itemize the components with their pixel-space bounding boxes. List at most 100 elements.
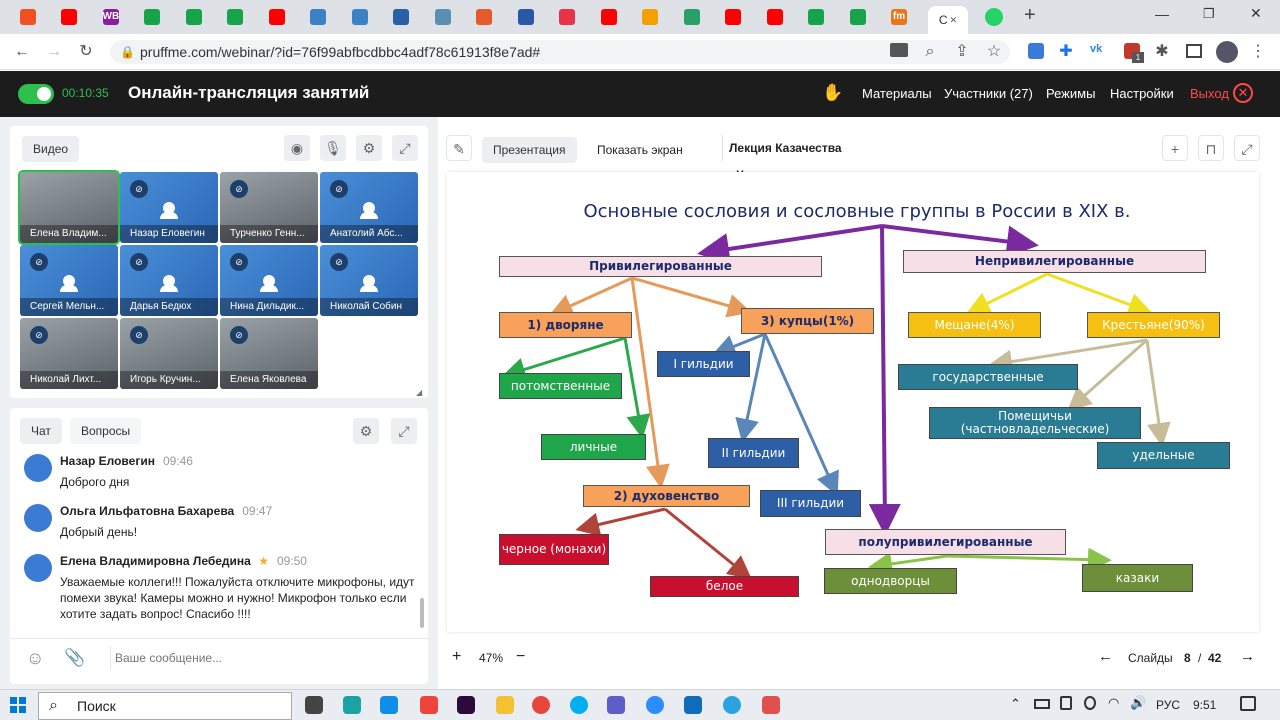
microphone-icon[interactable]: 🎙 xyxy=(320,135,346,161)
tray-chevron-icon[interactable]: ⌃ xyxy=(1010,696,1021,711)
tab-share-screen[interactable]: Показать экран xyxy=(597,143,683,157)
reload-button[interactable]: ↻ xyxy=(79,43,93,60)
emoji-icon[interactable]: ☺ xyxy=(26,648,45,668)
browser-tab[interactable]: WB xyxy=(95,6,126,28)
snipping-icon[interactable] xyxy=(762,696,780,714)
exit-icon[interactable]: ✕ xyxy=(1233,83,1253,103)
chat-scrollbar[interactable] xyxy=(420,598,424,628)
side-panel-icon[interactable] xyxy=(1186,44,1202,58)
browser-tab[interactable] xyxy=(635,6,666,28)
expand-icon[interactable]: ⤢ xyxy=(392,135,418,161)
chat-input[interactable] xyxy=(110,646,410,670)
premiere-icon[interactable] xyxy=(457,696,475,714)
file-explorer-icon[interactable] xyxy=(496,696,514,714)
participant-tile[interactable]: ⊘Турченко Генн... xyxy=(220,172,318,243)
nav-settings[interactable]: Настройки xyxy=(1110,86,1174,101)
start-button[interactable] xyxy=(10,697,26,713)
teams-icon[interactable] xyxy=(607,696,625,714)
browser-tab[interactable] xyxy=(469,6,500,28)
browser-tab[interactable] xyxy=(593,6,624,28)
browser-tab[interactable]: fm xyxy=(884,6,915,28)
browser-tab[interactable] xyxy=(842,6,873,28)
taskbar-search[interactable]: ⌕ Поиск xyxy=(38,692,292,720)
browser-tab[interactable] xyxy=(718,6,749,28)
browser-tab-active[interactable]: С ✕ xyxy=(928,6,968,34)
zoom-icon[interactable]: ⌕ xyxy=(925,43,935,60)
resize-handle-icon[interactable]: ◢ xyxy=(416,388,423,397)
taskbar-clock[interactable]: 9:51 xyxy=(1193,698,1217,712)
nav-modes[interactable]: Режимы xyxy=(1046,86,1096,101)
teamviewer-icon[interactable] xyxy=(380,696,398,714)
extensions-puzzle-icon[interactable]: ✱ xyxy=(1155,43,1169,60)
browser-tab[interactable] xyxy=(427,6,458,28)
participant-tile[interactable]: ⊘Елена Яковлева xyxy=(220,318,318,389)
volume-icon[interactable]: 🔊 xyxy=(1130,695,1147,710)
tab-lecture-doc[interactable]: Лекция Казачества ✕ xyxy=(722,135,858,181)
input-language[interactable]: РУС xyxy=(1156,698,1181,712)
notifications-icon[interactable] xyxy=(1240,696,1256,711)
restore-button[interactable]: ❐ xyxy=(1203,6,1215,21)
pen-icon[interactable]: ✎ xyxy=(446,135,472,161)
url-field[interactable]: 🔒 pruffme.com/webinar/?id=76f99abfbcdbbc… xyxy=(110,40,1010,64)
zoom-in-button[interactable]: + xyxy=(452,648,462,665)
browser-tab[interactable] xyxy=(303,6,334,28)
tab-questions[interactable]: Вопросы xyxy=(70,418,142,444)
browser-tab[interactable] xyxy=(261,6,292,28)
chat-gear-icon[interactable]: ⚙ xyxy=(353,418,379,444)
battery-icon[interactable] xyxy=(1034,699,1050,709)
prev-slide-button[interactable]: ← xyxy=(1098,648,1113,665)
nav-materials[interactable]: Материалы xyxy=(862,86,932,101)
camera-icon[interactable] xyxy=(890,43,908,57)
participant-tile[interactable]: ⊘Дарья Бедюх xyxy=(120,245,218,316)
zoom-icon[interactable] xyxy=(646,696,664,714)
whatsapp-tab-icon[interactable] xyxy=(985,8,1003,26)
close-window-button[interactable]: ✕ xyxy=(1250,5,1262,21)
next-slide-button[interactable]: → xyxy=(1240,648,1255,665)
browser-tab[interactable] xyxy=(178,6,209,28)
network-icon[interactable]: ◠ xyxy=(1108,695,1120,710)
browser-tab[interactable] xyxy=(12,6,43,28)
browser-tab[interactable] xyxy=(510,6,541,28)
nav-participants[interactable]: Участники (27) xyxy=(944,86,1033,101)
browser-tab[interactable] xyxy=(676,6,707,28)
close-tab-icon[interactable]: ✕ xyxy=(949,14,958,25)
exit-button[interactable]: Выход xyxy=(1190,86,1229,101)
attach-icon[interactable]: 📎 xyxy=(64,648,86,667)
edge-icon[interactable] xyxy=(343,696,361,714)
extension-save-icon[interactable] xyxy=(1028,43,1044,59)
chat-expand-icon[interactable]: ⤢ xyxy=(391,418,417,444)
participant-tile[interactable]: ⊘Нина Дильдик... xyxy=(220,245,318,316)
browser-tab[interactable] xyxy=(54,6,85,28)
participant-tile[interactable]: Елена Владим... xyxy=(18,170,120,245)
bookmark-star-icon[interactable]: ☆ xyxy=(986,43,1002,60)
broadcast-toggle[interactable] xyxy=(18,84,54,104)
participant-tile[interactable]: ⊘Игорь Кручин... xyxy=(120,318,218,389)
participant-tile[interactable]: ⊘Николай Собин xyxy=(320,245,418,316)
tab-chat[interactable]: Чат xyxy=(20,418,62,444)
telegram-icon[interactable] xyxy=(723,696,741,714)
browser-tab[interactable] xyxy=(759,6,790,28)
bookmark-icon[interactable]: ⊓ xyxy=(1198,135,1224,161)
forward-button[interactable]: → xyxy=(46,43,62,60)
browser-tab[interactable] xyxy=(344,6,375,28)
skype-icon[interactable] xyxy=(570,696,588,714)
browser-tab[interactable] xyxy=(801,6,832,28)
minimize-button[interactable]: — xyxy=(1155,6,1169,22)
gear-icon[interactable]: ⚙ xyxy=(356,135,382,161)
profile-avatar[interactable] xyxy=(1216,41,1238,63)
browser-tab[interactable] xyxy=(386,6,417,28)
clock-icon[interactable] xyxy=(1084,696,1096,710)
share-icon[interactable]: ⇪ xyxy=(955,43,969,60)
outlook-icon[interactable] xyxy=(684,696,702,714)
anydesk-icon[interactable] xyxy=(420,696,438,714)
browser-tab[interactable] xyxy=(220,6,251,28)
vk-icon[interactable]: vk xyxy=(1090,43,1103,55)
browser-tab[interactable] xyxy=(137,6,168,28)
tab-presentation[interactable]: Презентация xyxy=(482,137,577,163)
fullscreen-icon[interactable]: ⤢ xyxy=(1234,135,1260,161)
raise-hand-icon[interactable]: ✋ xyxy=(822,83,844,102)
new-tab-button[interactable]: + xyxy=(1024,4,1036,26)
device-icon[interactable] xyxy=(1060,696,1072,710)
participant-tile[interactable]: ⊘Назар Еловегин xyxy=(120,172,218,243)
browser-menu-icon[interactable]: ⋮ xyxy=(1250,43,1266,60)
